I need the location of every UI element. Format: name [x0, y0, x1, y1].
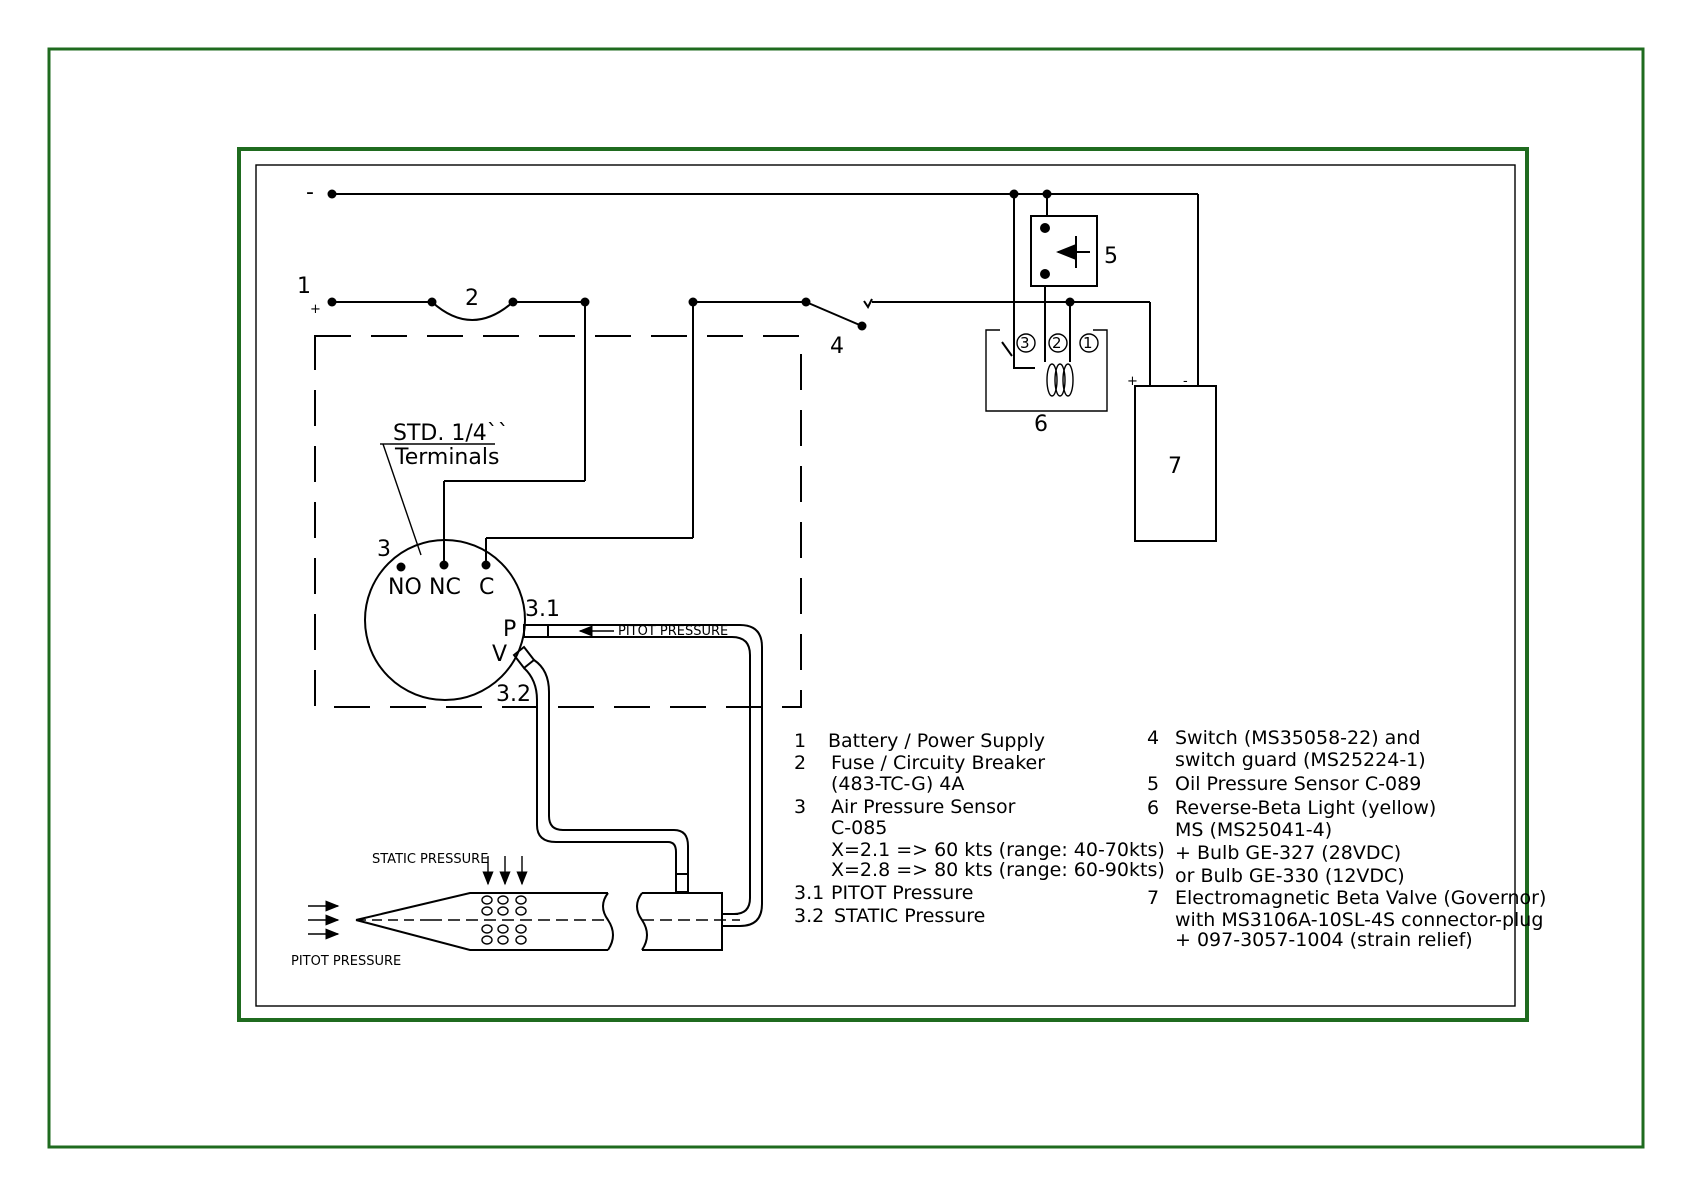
legend-num: 3.2 [794, 905, 824, 927]
legend-text: switch guard (MS25224-1) [1175, 749, 1426, 771]
static-tube-line [523, 659, 689, 893]
legend-num: 4 [1147, 727, 1159, 749]
legend-text: PITOT Pressure [831, 882, 973, 904]
air-pressure-sensor: STD. 1/4`` Terminals 3 NO NC C P V 3.1 3… [364, 421, 560, 707]
pitot-tube-line: PITOT PRESSURE [548, 624, 763, 927]
legend-text: (483-TC-G) 4A [831, 773, 964, 795]
light-pin-1: 1 [1083, 334, 1093, 352]
negative-bus: - [306, 180, 1199, 386]
legend-text: Reverse-Beta Light (yellow) [1175, 797, 1436, 819]
switch-lever [805, 301, 863, 327]
port-3-1: 3.1 [525, 597, 560, 622]
minus-label: - [306, 180, 314, 205]
valve-label: 7 [1168, 454, 1182, 479]
legend-text: C-085 [831, 817, 887, 839]
legend-num: 1 [794, 730, 806, 752]
legend-num: 2 [794, 752, 806, 774]
inner-frame [237, 147, 1529, 1022]
outer-frame [47, 47, 1645, 1149]
sensor-enclosure [314, 335, 802, 708]
legend-text: or Bulb GE-330 (12VDC) [1175, 865, 1405, 887]
legend-text: Oil Pressure Sensor C-089 [1175, 773, 1421, 795]
port-v: V [492, 642, 507, 667]
legend-num: 7 [1147, 887, 1159, 909]
legend-text: with MS3106A-10SL-4S connector-plug [1175, 909, 1543, 931]
legend-num: 3.1 [794, 882, 824, 904]
legend-num: 5 [1147, 773, 1159, 795]
light-pin-3: 3 [1020, 334, 1030, 352]
valve-minus: - [1183, 374, 1188, 389]
terminal-c: C [479, 575, 494, 600]
terminals-note-2: Terminals [394, 445, 499, 470]
positive-line: 1 + 2 4 [297, 274, 1151, 565]
fuse-label: 2 [465, 286, 479, 311]
legend-text: Electromagnetic Beta Valve (Governor) [1175, 887, 1546, 909]
pitot-static-probe: STATIC PRESSURE PITOT PRESSURE [291, 852, 740, 969]
battery-label-1: 1 [297, 274, 311, 299]
legend: 1 Battery / Power Supply 2 Fuse / Circui… [794, 727, 1546, 951]
light-pin-2: 2 [1052, 334, 1062, 352]
switch-label: 4 [830, 334, 844, 359]
legend-num: 3 [794, 796, 806, 818]
legend-text: Switch (MS35058-22) and [1175, 727, 1420, 749]
legend-text: + Bulb GE-327 (28VDC) [1175, 842, 1401, 864]
oil-sensor-label: 5 [1104, 244, 1118, 269]
legend-text: STATIC Pressure [834, 905, 985, 927]
legend-text: + 097-3057-1004 (strain relief) [1175, 929, 1473, 951]
terminals-note-1: STD. 1/4`` [393, 421, 509, 446]
legend-text: Fuse / Circuity Breaker [831, 752, 1045, 774]
valve-plus: + [1127, 374, 1138, 389]
legend-text: MS (MS25041-4) [1175, 819, 1332, 841]
legend-left: 1 Battery / Power Supply 2 Fuse / Circui… [794, 730, 1165, 927]
legend-right: 4 Switch (MS35058-22) and switch guard (… [1147, 727, 1546, 951]
terminal-nc: NC [429, 575, 461, 600]
legend-num: 6 [1147, 797, 1159, 819]
plus-label: + [310, 302, 321, 317]
oil-pressure-sensor: 5 [1013, 194, 1118, 336]
legend-text: X=2.8 => 80 kts (range: 60-90kts) [831, 859, 1165, 881]
fuse-symbol [431, 301, 514, 321]
beta-valve: + - 7 [1127, 374, 1217, 542]
legend-text: Battery / Power Supply [828, 730, 1045, 752]
legend-text: Air Pressure Sensor [831, 796, 1016, 818]
light-label: 6 [1034, 412, 1048, 437]
drawing-border [255, 164, 1516, 1007]
beta-light: 3 2 1 6 [985, 297, 1108, 437]
terminal-no: NO [388, 575, 422, 600]
legend-text: X=2.1 => 60 kts (range: 40-70kts) [831, 839, 1165, 861]
sensor-label: 3 [377, 537, 391, 562]
static-pressure-label: STATIC PRESSURE [372, 852, 488, 867]
static-ports [481, 895, 527, 945]
pitot-pressure-label: PITOT PRESSURE [291, 954, 401, 969]
port-p: P [503, 617, 516, 642]
pitot-line-label: PITOT PRESSURE [618, 624, 728, 639]
port-3-2: 3.2 [496, 682, 531, 707]
